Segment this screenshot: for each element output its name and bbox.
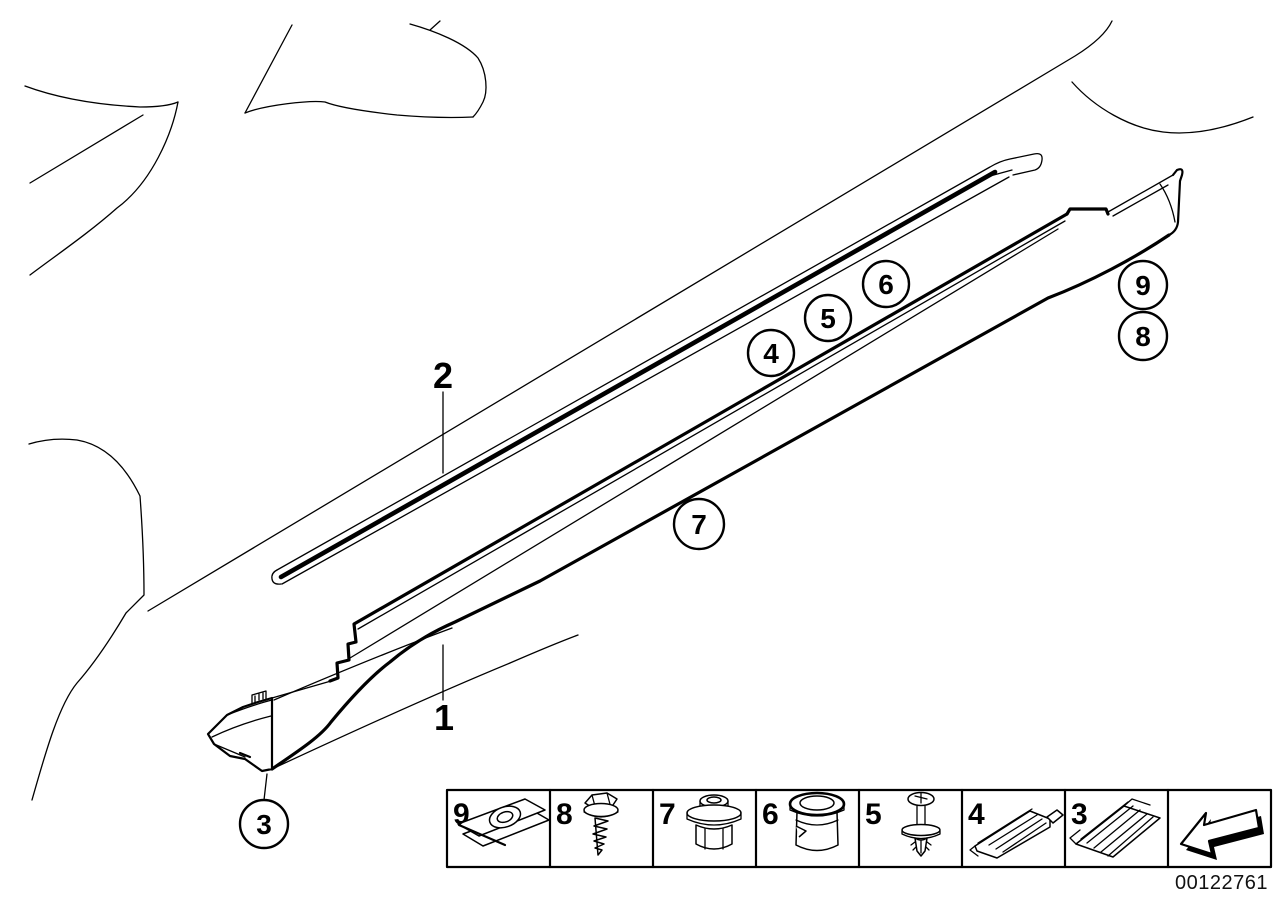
callout-3-number: 3 xyxy=(256,809,272,840)
callout-3-circle[interactable] xyxy=(238,798,290,850)
hood-crease-line xyxy=(29,114,144,184)
label-part1[interactable]: 1 xyxy=(434,644,454,738)
legend-cell-4[interactable]: 4 xyxy=(968,798,1064,859)
legend-6-number: 6 xyxy=(762,798,779,831)
legend-3-number: 3 xyxy=(1071,798,1088,831)
mirror-tick xyxy=(429,20,441,31)
strip-end-curl xyxy=(271,569,282,585)
front-fender-curve xyxy=(29,101,179,276)
callout-4-circle[interactable] xyxy=(746,328,796,378)
round-bushing-icon xyxy=(788,791,846,852)
rear-wheel-arch xyxy=(1071,81,1254,134)
direction-arrow-icon xyxy=(1179,808,1264,860)
hex-head-screw-icon xyxy=(583,792,619,856)
end-cap-top-contour xyxy=(226,699,273,716)
legend-7-number: 7 xyxy=(659,798,676,831)
plastic-grommet-nut-icon xyxy=(686,794,742,850)
legend-8-number: 8 xyxy=(556,798,573,831)
callout-7-circle[interactable] xyxy=(672,497,726,551)
image-number: 00122761 xyxy=(1175,872,1268,894)
front-hood-line xyxy=(24,85,179,108)
front-wheel-arch xyxy=(28,438,145,801)
legend-cell-9[interactable]: 9 xyxy=(453,798,550,847)
legend-cell-7[interactable]: 7 xyxy=(659,794,742,850)
callout-7[interactable]: 7 xyxy=(672,497,726,551)
door-cut-hook-curve xyxy=(409,23,487,118)
part2-label[interactable]: 2 xyxy=(433,355,453,396)
callout-8[interactable]: 8 xyxy=(1117,310,1169,362)
callout-8-number: 8 xyxy=(1135,321,1151,352)
strip-body xyxy=(278,169,998,580)
label-part2[interactable]: 2 xyxy=(433,355,453,474)
end-cap-contour xyxy=(211,715,272,738)
trim-bottom-edge xyxy=(270,233,1171,771)
trim-right-tip xyxy=(1167,168,1184,237)
fastener-legend: 9 8 7 xyxy=(445,788,1273,869)
callout-9-number: 9 xyxy=(1135,270,1151,301)
trim-right-step xyxy=(1065,207,1110,216)
rocker-body-line xyxy=(147,20,1113,612)
legend-4-number: 4 xyxy=(968,798,985,831)
callout-4[interactable]: 4 xyxy=(746,328,796,378)
callout-4-number: 4 xyxy=(763,338,779,369)
trim-retainer-clip-icon xyxy=(969,808,1064,859)
trim-face-line-a xyxy=(357,220,1066,630)
legend-cell-6[interactable]: 6 xyxy=(762,791,846,852)
trim-top-near-cap xyxy=(271,680,332,699)
a-pillar-line xyxy=(244,24,293,114)
legend-cell-8[interactable]: 8 xyxy=(556,792,619,856)
legend-5-number: 5 xyxy=(865,798,882,831)
rocker-trim-part1 xyxy=(206,168,1184,773)
car-body-outline xyxy=(24,20,1254,801)
strip-bottom-edge xyxy=(281,176,1010,585)
strip-top-edge xyxy=(276,152,1043,571)
end-cap-flap-line xyxy=(213,743,246,758)
trim-tip-inner-top xyxy=(1112,184,1169,217)
leader-line-3 xyxy=(263,773,268,801)
callout-3[interactable]: 3 xyxy=(238,773,290,850)
callout-5[interactable]: 5 xyxy=(803,293,853,343)
part1-label[interactable]: 1 xyxy=(434,697,454,738)
speed-nut-clip-icon xyxy=(457,798,550,847)
callout-6-circle[interactable] xyxy=(861,259,911,309)
trim-face-line-b xyxy=(349,228,1059,659)
sill-strip-part2 xyxy=(271,152,1043,585)
channel-clip-icon xyxy=(1069,798,1161,858)
callout-7-number: 7 xyxy=(691,509,707,540)
callout-6-number: 6 xyxy=(878,269,894,300)
callout-5-number: 5 xyxy=(820,303,836,334)
legend-cell-5[interactable]: 5 xyxy=(865,791,941,857)
trim-top-to-tip xyxy=(1107,174,1174,213)
trim-tip-inner-edge xyxy=(1159,183,1176,223)
strip-bend-inner xyxy=(989,169,1013,177)
legend-dividers xyxy=(548,788,1170,869)
callout-9[interactable]: 9 xyxy=(1117,259,1169,311)
trim-upper-flange xyxy=(328,212,1069,683)
end-cap-clip-mark xyxy=(238,751,252,759)
door-cut-bottom-line xyxy=(244,100,474,119)
trim-underside-line xyxy=(271,634,579,770)
callout-5-circle[interactable] xyxy=(803,293,853,343)
callout-6[interactable]: 6 xyxy=(861,259,911,309)
callout-9-circle[interactable] xyxy=(1117,259,1169,311)
legend-cell-arrow[interactable] xyxy=(1179,808,1264,860)
end-cap-clip-detail xyxy=(251,690,267,705)
callout-8-circle[interactable] xyxy=(1117,310,1169,362)
legend-cell-3[interactable]: 3 xyxy=(1069,798,1161,858)
expansion-rivet-icon xyxy=(901,791,941,857)
